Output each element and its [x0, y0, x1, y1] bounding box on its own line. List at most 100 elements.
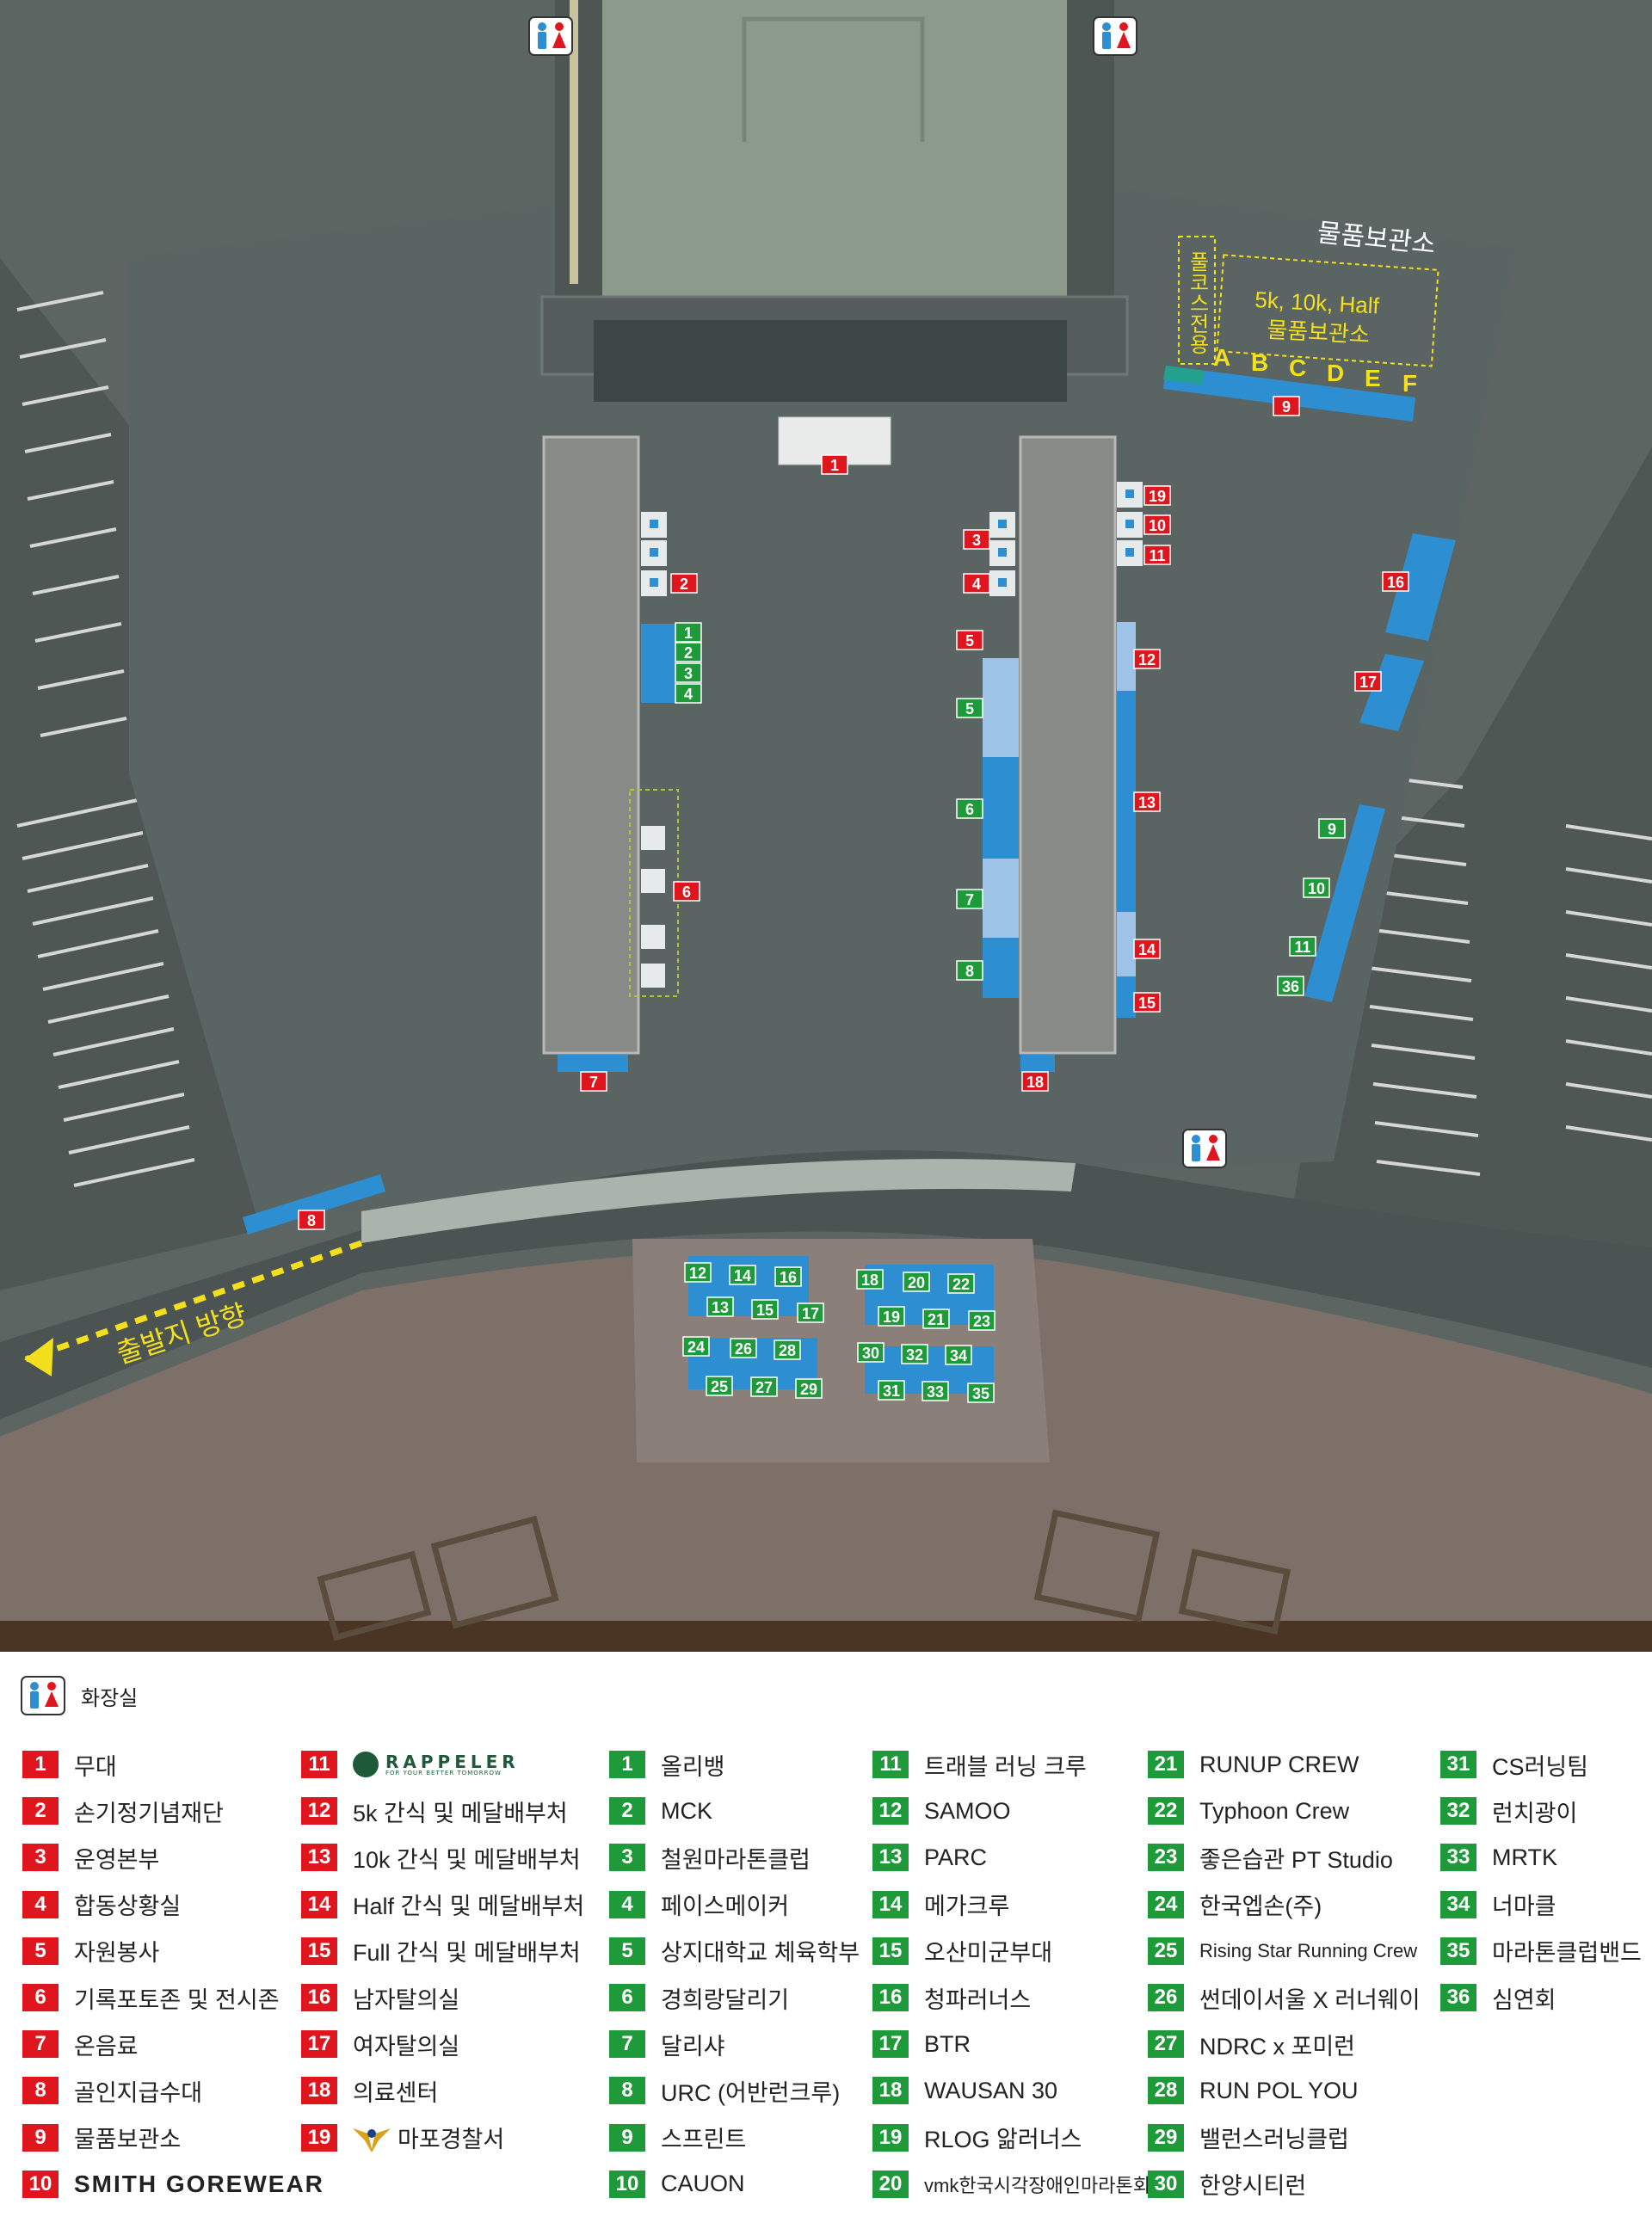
red-marker-4: 4 — [963, 573, 990, 594]
svg-text:16: 16 — [780, 1269, 797, 1286]
right-block — [1019, 435, 1117, 1055]
green-marker-19: 19 — [878, 1306, 905, 1327]
svg-text:30: 30 — [862, 1345, 879, 1362]
legend-label: 밸런스러닝클럽 — [1199, 2127, 1349, 2153]
legend-label: MCK — [661, 1797, 712, 1824]
legend-label: 운영본부 — [74, 1846, 160, 1873]
svg-text:14: 14 — [734, 1267, 751, 1284]
legend-badge: 27 — [1148, 2030, 1184, 2059]
legend-badge: 8 — [22, 2077, 59, 2105]
restroom-icon — [1093, 16, 1137, 56]
green-marker-14: 14 — [729, 1265, 756, 1285]
legend-item: 5 자원봉사 — [22, 1928, 324, 1974]
green-marker-11: 11 — [1289, 936, 1316, 957]
left-block — [542, 435, 640, 1055]
legend-label: 페이스메이커 — [661, 1894, 790, 1920]
storage-letter-a: A — [1213, 344, 1230, 371]
full-course-label: 풀코스전용 — [1186, 251, 1209, 354]
green-marker-30: 30 — [857, 1342, 885, 1363]
svg-text:2: 2 — [680, 576, 688, 593]
restroom-icon — [528, 16, 573, 56]
tent-8 — [243, 1174, 385, 1235]
red-marker-14: 14 — [1133, 939, 1161, 959]
legend-item: 2 MCK — [609, 1788, 860, 1834]
legend-badge: 9 — [22, 2123, 59, 2152]
legend-badge: 30 — [1148, 2170, 1184, 2198]
legend-badge: 1 — [609, 1751, 645, 1779]
legend-label: Full 간식 및 메달배부처 — [353, 1940, 581, 1967]
red-marker-16: 16 — [1382, 571, 1409, 592]
legend-label: 너마클 — [1492, 1894, 1556, 1920]
legend-badge: 5 — [22, 1937, 59, 1965]
green-marker-4: 4 — [675, 683, 702, 704]
green-marker-27: 27 — [750, 1376, 778, 1397]
svg-text:35: 35 — [972, 1385, 989, 1402]
legend-badge: 17 — [872, 2030, 909, 2059]
tents-club-right — [1304, 804, 1385, 1002]
legend-item: 4 페이스메이커 — [609, 1881, 860, 1928]
legend-badge: 18 — [872, 2077, 909, 2105]
legend-badge: 36 — [1440, 1984, 1476, 2012]
legend-badge: 7 — [609, 2030, 645, 2059]
legend-badge: 34 — [1440, 1890, 1476, 1918]
legend-label: 마라톤클럽밴드 — [1492, 1940, 1642, 1967]
green-marker-23: 23 — [968, 1310, 996, 1331]
svg-text:24: 24 — [687, 1339, 705, 1356]
svg-text:19: 19 — [883, 1309, 900, 1326]
legend-badge: 4 — [609, 1890, 645, 1918]
legend-badge: 8 — [609, 2077, 645, 2105]
svg-text:1: 1 — [830, 457, 839, 474]
legend-badge: 2 — [609, 1797, 645, 1826]
legend-label: 썬데이서울 X 러너웨이 — [1199, 1986, 1421, 2013]
green-marker-35: 35 — [967, 1382, 995, 1403]
legend-label: URC (어반런크루) — [661, 2079, 841, 2106]
svg-text:7: 7 — [589, 1074, 598, 1091]
legend-label: 상지대학교 체육학부 — [661, 1940, 860, 1967]
legend-label: 손기정기념재단 — [74, 1800, 224, 1826]
legend-item: 35 마라톤클럽밴드 — [1440, 1928, 1642, 1974]
svg-text:16: 16 — [1387, 574, 1404, 591]
svg-text:36: 36 — [1282, 978, 1299, 995]
legend-badge: 4 — [22, 1890, 59, 1918]
legend-badge: 35 — [1440, 1937, 1476, 1965]
green-marker-15: 15 — [751, 1299, 779, 1320]
svg-text:14: 14 — [1138, 941, 1156, 958]
legend-label: PARC — [924, 1844, 988, 1870]
svg-text:11: 11 — [1294, 939, 1310, 956]
tent-storage-row — [1163, 366, 1415, 422]
green-marker-16: 16 — [774, 1266, 802, 1287]
legend-badge: 25 — [1148, 1937, 1184, 1965]
svg-text:5: 5 — [965, 700, 974, 717]
svg-text:4: 4 — [684, 686, 693, 703]
legend-badge: 13 — [301, 1844, 337, 1872]
svg-text:19: 19 — [1149, 488, 1166, 505]
legend-badge: 15 — [301, 1937, 337, 1965]
legend-label: RUN POL YOU — [1199, 2077, 1359, 2103]
north-road-left — [570, 0, 578, 284]
green-marker-7: 7 — [956, 889, 983, 909]
storage-letter-d: D — [1327, 360, 1344, 386]
svg-text:7: 7 — [965, 891, 974, 908]
legend-badge: 11 — [301, 1751, 337, 1779]
green-marker-33: 33 — [922, 1381, 949, 1401]
legend-badge: 14 — [872, 1890, 909, 1918]
tent-7 — [558, 1055, 628, 1072]
red-marker-19: 19 — [1143, 485, 1171, 506]
svg-text:13: 13 — [1138, 794, 1156, 811]
legend-label: 의료센터 — [353, 2079, 439, 2106]
legend-label: 자원봉사 — [74, 1940, 160, 1967]
legend-badge: 15 — [872, 1937, 909, 1965]
